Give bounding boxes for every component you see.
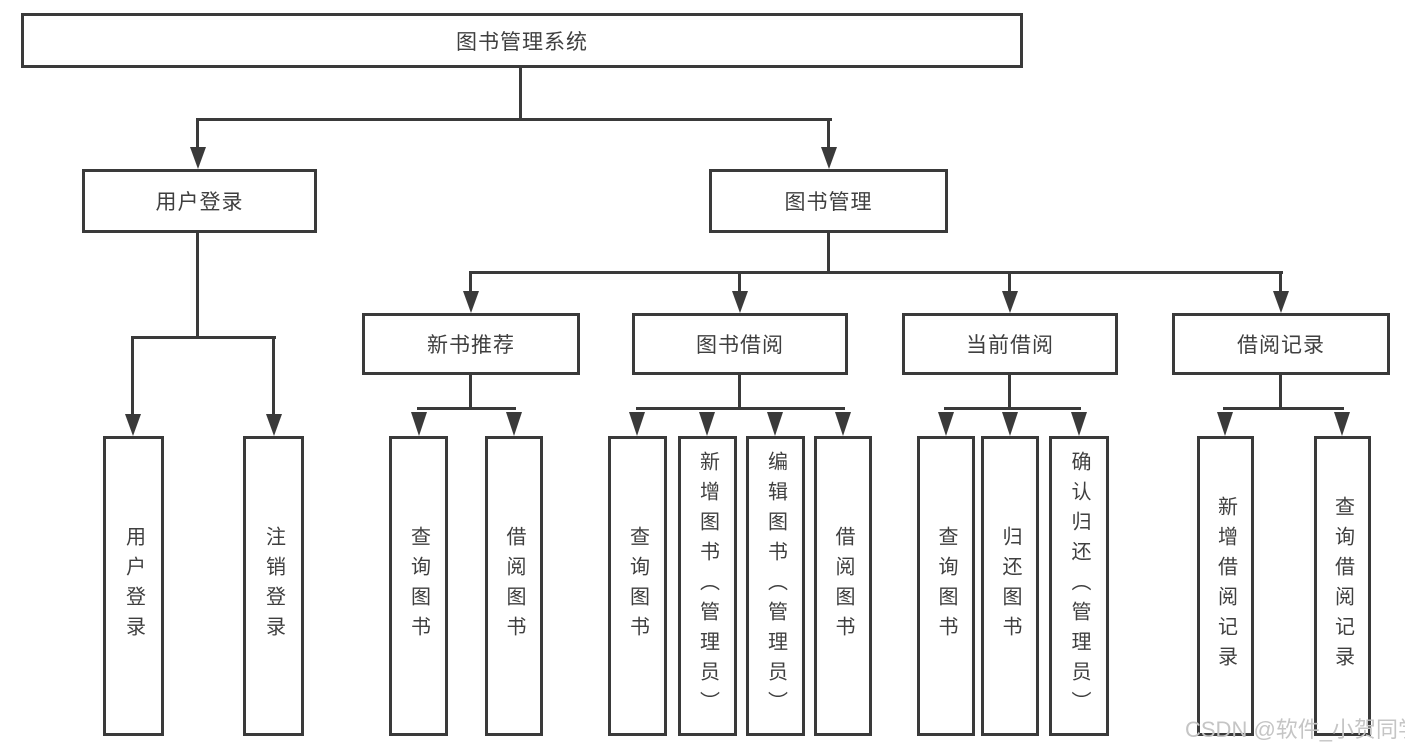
connector-line xyxy=(131,336,134,416)
connector-line xyxy=(1279,271,1282,293)
node-bb-borrow-books: 借阅图书 xyxy=(814,436,872,736)
node-bb-add-books-admin: 新增图书（管理员） xyxy=(678,436,737,736)
connector-line xyxy=(827,230,830,274)
arrow-down-icon xyxy=(629,412,645,436)
arrow-down-icon xyxy=(732,291,748,313)
connector-line xyxy=(469,271,1283,274)
node-cb-return-books: 归还图书 xyxy=(981,436,1039,736)
node-root: 图书管理系统 xyxy=(21,13,1023,68)
connector-line xyxy=(636,407,845,410)
node-current-borrow: 当前借阅 xyxy=(902,313,1118,375)
arrow-down-icon xyxy=(411,412,427,436)
node-label: 借阅图书 xyxy=(503,526,525,646)
connector-line xyxy=(131,336,276,339)
arrow-down-icon xyxy=(1217,412,1233,436)
node-label: 图书借阅 xyxy=(696,334,784,357)
arrow-down-icon xyxy=(190,147,206,169)
arrow-down-icon xyxy=(821,147,837,169)
connector-line xyxy=(944,407,1081,410)
arrow-down-icon xyxy=(938,412,954,436)
node-label: 用户登录 xyxy=(122,526,145,646)
watermark: CSDN @软件_小贺同学 xyxy=(1185,717,1405,742)
node-label: 当前借阅 xyxy=(966,334,1054,357)
arrow-down-icon xyxy=(125,414,141,436)
node-label: 新书推荐 xyxy=(427,334,515,357)
node-nb-query-books: 查询图书 xyxy=(389,436,448,736)
node-label: 图书管理系统 xyxy=(456,30,588,54)
node-bb-edit-books-admin: 编辑图书（管理员） xyxy=(746,436,805,736)
node-user-login: 用户登录 xyxy=(82,169,317,233)
arrow-down-icon xyxy=(506,412,522,436)
arrow-down-icon xyxy=(767,412,783,436)
arrow-down-icon xyxy=(266,414,282,436)
connector-line xyxy=(1008,373,1011,410)
connector-line xyxy=(519,66,522,121)
arrow-down-icon xyxy=(1071,412,1087,436)
node-label: 查询借阅记录 xyxy=(1331,496,1354,676)
connector-line xyxy=(738,271,741,293)
node-label: 图书管理 xyxy=(784,191,873,214)
connector-line xyxy=(738,373,741,410)
node-label: 查询图书 xyxy=(626,526,649,646)
connector-line xyxy=(469,271,472,293)
arrow-down-icon xyxy=(835,412,851,436)
arrow-down-icon xyxy=(1002,412,1018,436)
node-label: 编辑图书（管理员） xyxy=(764,451,787,721)
node-cb-query-books: 查询图书 xyxy=(917,436,975,736)
arrow-down-icon xyxy=(1334,412,1350,436)
node-br-add-record: 新增借阅记录 xyxy=(1197,436,1254,736)
connector-line xyxy=(272,336,275,416)
node-new-book-recommend: 新书推荐 xyxy=(362,313,580,375)
node-book-management: 图书管理 xyxy=(709,169,948,233)
node-book-borrow: 图书借阅 xyxy=(632,313,848,375)
connector-line xyxy=(1279,373,1282,410)
connector-line xyxy=(196,231,199,338)
node-br-query-record: 查询借阅记录 xyxy=(1314,436,1371,736)
node-borrow-record: 借阅记录 xyxy=(1172,313,1390,375)
node-label: 用户登录 xyxy=(155,191,244,214)
node-label: 借阅记录 xyxy=(1237,334,1325,357)
node-bb-query-books: 查询图书 xyxy=(608,436,667,736)
node-label: 借阅图书 xyxy=(832,526,854,646)
node-cb-confirm-return-admin: 确认归还（管理员） xyxy=(1049,436,1109,736)
arrow-down-icon xyxy=(699,412,715,436)
node-login: 用户登录 xyxy=(103,436,164,736)
arrow-down-icon xyxy=(1273,291,1289,313)
connector-line xyxy=(417,407,516,410)
node-logout: 注销登录 xyxy=(243,436,304,736)
arrow-down-icon xyxy=(463,291,479,313)
connector-line xyxy=(1223,407,1344,410)
connector-line xyxy=(827,118,830,150)
connector-line xyxy=(1008,271,1011,293)
node-label: 查询图书 xyxy=(407,526,430,646)
node-label: 新增借阅记录 xyxy=(1214,496,1237,676)
node-label: 注销登录 xyxy=(262,526,285,646)
connector-line xyxy=(196,118,199,150)
node-label: 归还图书 xyxy=(999,526,1021,646)
connector-line xyxy=(469,373,472,410)
node-label: 确认归还（管理员） xyxy=(1068,451,1090,721)
connector-line xyxy=(196,118,832,121)
node-label: 查询图书 xyxy=(935,526,957,646)
node-label: 新增图书（管理员） xyxy=(696,451,719,721)
arrow-down-icon xyxy=(1002,291,1018,313)
node-nb-borrow-books: 借阅图书 xyxy=(485,436,543,736)
